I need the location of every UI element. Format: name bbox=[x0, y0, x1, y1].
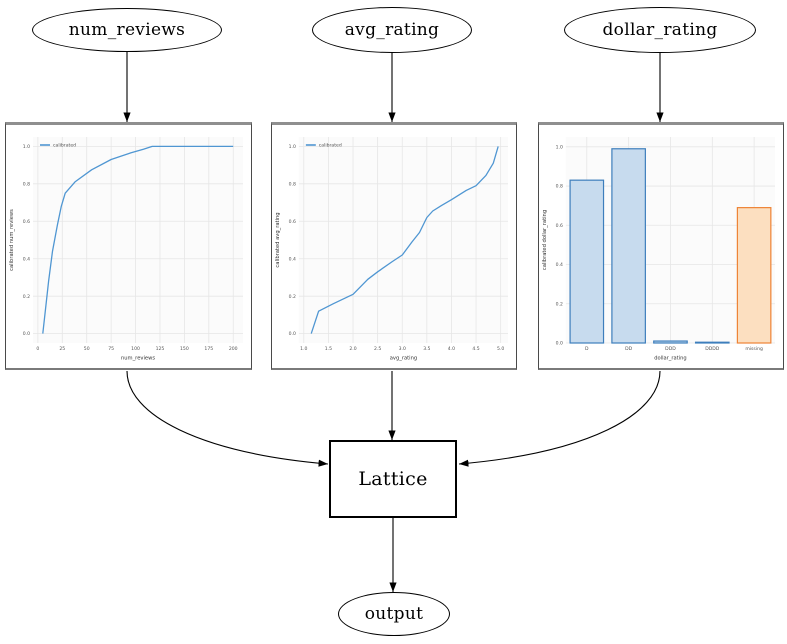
x-tick-label: 150 bbox=[180, 346, 189, 352]
x-tick-label: 3.0 bbox=[399, 346, 406, 352]
x-tick-label: 1.5 bbox=[325, 346, 332, 352]
x-tick-label: 125 bbox=[156, 346, 165, 352]
series-calibrated bbox=[310, 146, 499, 334]
bar-DD bbox=[611, 148, 646, 344]
x-tick-label: 2.5 bbox=[374, 346, 381, 352]
x-tick-label: 3.5 bbox=[423, 346, 430, 352]
legend-label: calibrated bbox=[53, 143, 76, 149]
x-axis-label: avg_rating bbox=[390, 355, 417, 361]
node-lattice: Lattice bbox=[329, 440, 457, 518]
y-tick-label: 1.0 bbox=[23, 144, 30, 150]
node-avg-rating-label: avg_rating bbox=[344, 20, 440, 40]
y-tick-label: 0.6 bbox=[289, 219, 296, 225]
y-tick-label: 1.0 bbox=[556, 144, 563, 150]
x-tick-label: 4.0 bbox=[448, 346, 455, 352]
y-tick-label: 0.2 bbox=[556, 301, 563, 307]
chart-svg-0: calibrated 0 25 50 75 100 125 150 175 200 0.0 0.2 0.… bbox=[9, 137, 243, 362]
y-tick-label: 0.8 bbox=[556, 184, 563, 190]
y-axis-label: calibrated avg_rating bbox=[275, 212, 281, 267]
x-tick-label: D bbox=[585, 346, 589, 352]
x-tick-label: 25 bbox=[59, 346, 65, 352]
x-tick-label: DD bbox=[625, 346, 633, 352]
series-calibrated bbox=[42, 145, 234, 334]
x-tick-label: 0 bbox=[36, 346, 39, 352]
x-tick-label: 4.5 bbox=[472, 346, 479, 352]
node-dollar-rating: dollar_rating bbox=[564, 7, 756, 53]
x-axis-label: num_reviews bbox=[121, 356, 155, 362]
x-tick-label: missing bbox=[745, 346, 763, 352]
node-avg-rating: avg_rating bbox=[312, 7, 472, 53]
edge-calibrator3-to-lattice bbox=[458, 370, 661, 467]
edge-calibrator1-to-lattice bbox=[126, 370, 329, 467]
node-lattice-label: Lattice bbox=[358, 468, 428, 490]
node-num-reviews: num_reviews bbox=[32, 8, 222, 52]
bar-missing bbox=[736, 207, 772, 344]
x-tick-label: 5.0 bbox=[497, 346, 504, 352]
y-tick-label: 0.6 bbox=[23, 219, 30, 225]
y-tick-label: 0.4 bbox=[23, 256, 30, 262]
x-tick-label: DDDD bbox=[705, 346, 720, 352]
x-tick-label: DDD bbox=[665, 346, 676, 352]
x-tick-label: 100 bbox=[131, 346, 140, 352]
calibrator-plot-num-reviews: calibrated 0 25 50 75 100 125 150 175 200 0.0 0.2 0.… bbox=[5, 122, 252, 370]
y-tick-label: 0.4 bbox=[556, 262, 563, 268]
x-axis-label: dollar_rating bbox=[654, 355, 686, 361]
y-tick-label: 0.0 bbox=[556, 341, 563, 347]
chart-svg-1: calibrated 1.0 1.5 2.0 2.5 3.0 3.5 4.0 4.5 5.0 0.0… bbox=[275, 137, 509, 362]
x-tick-label: 200 bbox=[229, 346, 238, 352]
y-tick-label: 0.6 bbox=[556, 223, 563, 229]
y-axis-label: calibrated dollar_rating bbox=[542, 210, 548, 270]
node-dollar-rating-label: dollar_rating bbox=[602, 20, 718, 40]
node-num-reviews-label: num_reviews bbox=[68, 20, 186, 40]
bar-D bbox=[569, 179, 605, 344]
y-tick-label: 0.2 bbox=[289, 294, 296, 300]
bar-DDD bbox=[653, 340, 688, 344]
calibrator-plot-avg-rating: calibrated 1.0 1.5 2.0 2.5 3.0 3.5 4.0 4.5 5.0 0.0… bbox=[271, 122, 517, 370]
x-tick-label: 1.0 bbox=[300, 346, 307, 352]
node-output: output bbox=[338, 592, 450, 636]
y-tick-label: 0.2 bbox=[23, 294, 30, 300]
y-tick-label: 1.0 bbox=[289, 144, 296, 150]
x-tick-label: 50 bbox=[84, 346, 90, 352]
y-tick-label: 0.0 bbox=[23, 331, 30, 337]
y-tick-label: 0.8 bbox=[289, 181, 296, 187]
y-tick-label: 0.8 bbox=[23, 181, 30, 187]
bar-DDDD bbox=[694, 341, 730, 344]
x-tick-label: 175 bbox=[204, 346, 213, 352]
y-tick-label: 0.0 bbox=[289, 331, 296, 337]
legend-label: calibrated bbox=[319, 143, 342, 149]
x-tick-label: 75 bbox=[108, 346, 114, 352]
node-output-label: output bbox=[364, 604, 424, 624]
x-tick-label: 2.0 bbox=[349, 346, 356, 352]
y-tick-label: 0.4 bbox=[289, 256, 296, 262]
y-axis-label: calibrated num_reviews bbox=[9, 209, 15, 271]
